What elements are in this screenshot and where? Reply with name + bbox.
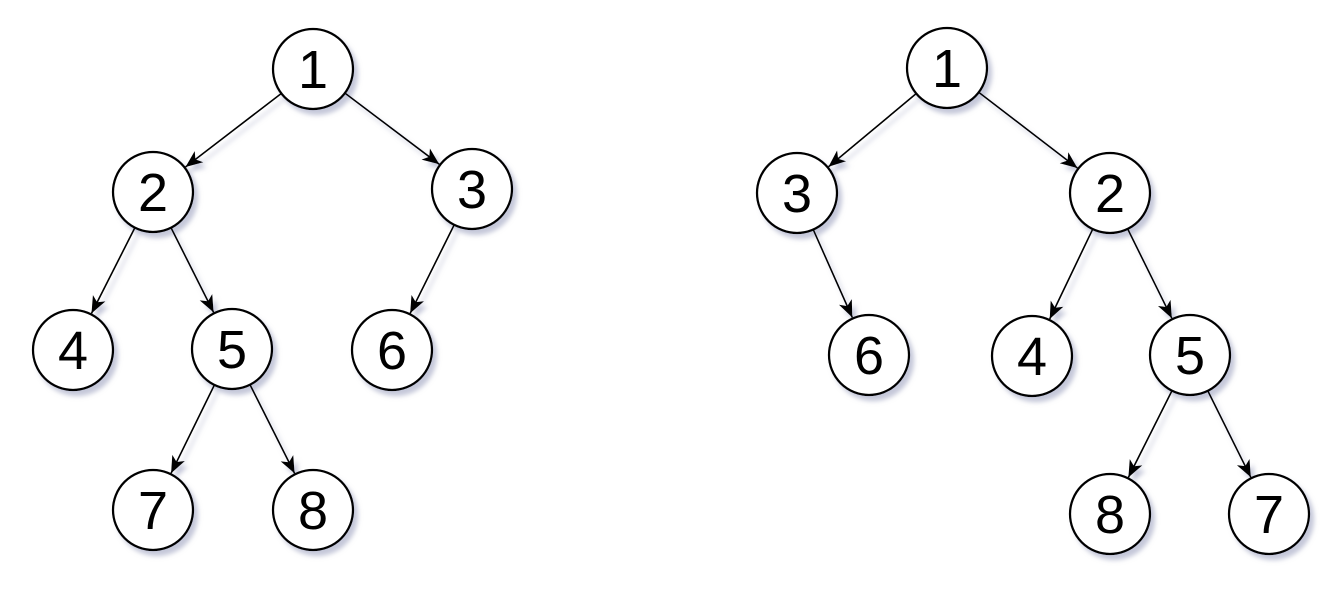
tree-edge-1-to-3 xyxy=(827,91,919,168)
tree-node-circle xyxy=(111,150,195,234)
tree-node-label: 7 xyxy=(138,481,168,541)
tree-node-label: 1 xyxy=(932,39,962,99)
tree-edge-2-to-4 xyxy=(1048,226,1095,320)
binary-left-tree: 1 2 3 4 5 6 7 8 xyxy=(31,27,514,552)
tree-node-circle xyxy=(990,314,1074,398)
tree-edge-3-to-6 xyxy=(811,227,854,318)
tree-node-label: 1 xyxy=(298,40,328,100)
tree-node-label: 4 xyxy=(58,321,88,381)
tree-node-circle xyxy=(190,307,274,391)
tree-node-label: 6 xyxy=(377,321,407,381)
tree-node-circle xyxy=(1068,151,1152,235)
tree-node-circle xyxy=(1068,472,1152,556)
tree-node-circle xyxy=(271,27,355,111)
tree-node-label: 2 xyxy=(138,163,168,223)
tree-node-label: 2 xyxy=(1095,164,1125,224)
tree-node-circle xyxy=(755,151,839,235)
tree-node-circle xyxy=(271,468,355,552)
tree-edge-1-to-3 xyxy=(342,91,440,165)
tree-node-circle xyxy=(31,308,115,392)
tree-edge-5-to-7 xyxy=(170,382,217,474)
tree-node-label: 8 xyxy=(298,481,328,541)
tree-node-label: 6 xyxy=(854,326,884,386)
tree-edge-5-to-8 xyxy=(1127,388,1174,478)
tree-edge-3-to-6 xyxy=(409,222,456,314)
tree-node-circle xyxy=(350,308,434,392)
tree-node-circle xyxy=(905,26,989,110)
tree-edge-1-to-2 xyxy=(976,90,1078,169)
tree-node-label: 5 xyxy=(1175,326,1205,386)
tree-node-label: 3 xyxy=(457,160,487,220)
tree-node-label: 7 xyxy=(1254,485,1284,545)
tree-edge-1-to-2 xyxy=(185,91,284,168)
tree-edge-2-to-5 xyxy=(169,225,215,313)
tree-node-circle xyxy=(827,313,911,397)
tree-edge-5-to-8 xyxy=(248,382,296,474)
tree-node-label: 8 xyxy=(1095,485,1125,545)
tree-node-label: 4 xyxy=(1017,327,1047,387)
tree-node-label: 3 xyxy=(782,164,812,224)
tree-node-circle xyxy=(111,468,195,552)
binary-right-tree: 1 3 2 6 4 5 8 7 xyxy=(755,26,1311,556)
tree-edge-2-to-5 xyxy=(1126,226,1173,319)
tree-node-circle xyxy=(1227,472,1311,556)
tree-edge-2-to-4 xyxy=(90,225,137,314)
tree-node-circle xyxy=(1148,313,1232,397)
tree-node-circle xyxy=(430,147,514,231)
tree-node-label: 5 xyxy=(217,320,247,380)
tree-edge-5-to-7 xyxy=(1206,388,1252,478)
